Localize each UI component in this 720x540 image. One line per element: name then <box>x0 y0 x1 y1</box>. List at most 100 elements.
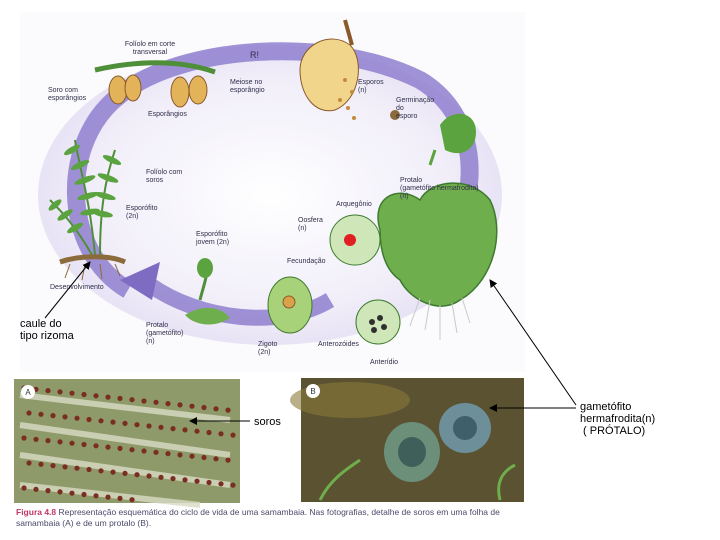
annotation-caule: caule do tipo rizoma <box>20 318 74 342</box>
sorus-dot <box>57 489 63 495</box>
sorus-dot <box>81 491 87 498</box>
label-oosfera: Oosfera(n) <box>298 217 323 232</box>
young-sporophyte <box>185 258 230 325</box>
sorus-dot <box>170 476 176 482</box>
sorus-dot <box>74 415 80 421</box>
sorus-dot <box>110 419 116 425</box>
arrow-gametofito-prothallus <box>489 279 577 406</box>
sorus-dot <box>105 444 111 450</box>
sorus-dot <box>129 397 135 403</box>
sorus-dot <box>69 440 75 446</box>
sorus-dot <box>134 472 140 478</box>
prothallus-large <box>377 182 498 340</box>
label-esporofito: Esporófito(2n) <box>126 205 158 220</box>
sorus-dot <box>21 435 27 441</box>
sporophyte-plant <box>48 139 127 281</box>
sorus-dot <box>129 447 135 453</box>
sorus-dot <box>117 495 123 501</box>
figure-caption-text: Representação esquemática do ciclo de vi… <box>16 507 500 528</box>
annotation-gametofito: gametófito hermafrodita(n) ( PRÓTALO) <box>580 401 656 437</box>
sorus-dot <box>74 465 80 471</box>
label-zigoto: Zigoto(2n) <box>258 341 278 356</box>
sorus-dot <box>93 493 99 499</box>
sorus-dot <box>206 479 212 486</box>
sorus-dot <box>69 390 75 396</box>
sorus-dot <box>213 456 219 462</box>
photo-a-fern-sori: A <box>14 379 240 508</box>
sorus-dot <box>146 423 152 429</box>
sorus-dot <box>146 473 152 479</box>
sorus-dot <box>98 418 104 424</box>
sorus-dot <box>129 497 135 503</box>
sorus-dot <box>194 478 200 484</box>
sorus-dot <box>81 441 87 448</box>
sorus-dot <box>26 460 32 466</box>
sorus-dot <box>45 388 51 394</box>
label-fecundacao: Fecundação <box>287 258 326 265</box>
sorus-dot <box>189 403 195 409</box>
sorus-dot <box>182 477 188 483</box>
sorus-dot <box>81 391 87 398</box>
sorus-dot <box>122 470 128 476</box>
sorus-dot <box>21 485 27 491</box>
sorus-dot <box>26 410 32 416</box>
sorus-dot <box>165 401 171 407</box>
sorus-dot <box>141 448 147 454</box>
label-esporangios: Esporângios <box>148 111 187 118</box>
sorus-dot <box>93 393 99 399</box>
sorus-dot <box>86 416 92 423</box>
sorus-dot <box>177 402 183 408</box>
figure-caption: Figura 4.8 Representação esquemática do … <box>16 507 536 529</box>
sorus-dot <box>69 490 75 496</box>
label-r: R! <box>250 50 259 60</box>
photo-b-prothallus: B <box>290 378 524 502</box>
antheridium-detail <box>355 299 401 345</box>
label-anteridio: Anterídio <box>370 359 398 366</box>
leaflet-cross-section <box>94 60 216 108</box>
sorus-dot <box>105 494 111 500</box>
sorus-dot <box>93 443 99 449</box>
sorus-dot <box>57 439 63 445</box>
sorus-dot <box>218 481 224 487</box>
sorus-dot <box>134 422 140 428</box>
sorus-dot <box>182 427 188 433</box>
sorus-dot <box>206 429 212 436</box>
label-arquegonio: Arquegônio <box>336 201 372 208</box>
sorus-dot <box>230 432 236 438</box>
label-esporos: Esporos(n) <box>358 79 384 94</box>
sorus-dot <box>45 488 51 494</box>
sorus-dot <box>38 411 44 417</box>
sorus-dot <box>105 394 111 400</box>
sorus-dot <box>38 461 44 467</box>
sorus-dot <box>194 428 200 434</box>
sorus-dot <box>218 431 224 437</box>
sorus-dot <box>153 449 159 455</box>
sorus-dot <box>57 389 63 395</box>
sorus-dot <box>158 424 164 430</box>
sorus-dot <box>62 464 68 470</box>
sorus-dot <box>50 463 56 469</box>
label-protalo-gametofito: Protalo(gametófito hermafrodita)(n) <box>400 177 479 200</box>
sorus-dot <box>110 469 116 475</box>
sorus-dot <box>33 486 39 492</box>
annotation-soros: soros <box>254 416 281 428</box>
sorus-dot <box>201 454 207 461</box>
sporangium-meiosis <box>299 19 359 120</box>
archegonium-detail <box>329 214 381 266</box>
spore-germination <box>390 110 476 166</box>
sorus-dot <box>189 453 195 459</box>
label-protalo-n: Protalo(gametófito)(n) <box>146 322 183 345</box>
sorus-dot <box>33 436 39 442</box>
sorus-dot <box>141 398 147 404</box>
sorus-dot <box>86 466 92 473</box>
sorus-dot <box>122 420 128 426</box>
sorus-dot <box>225 457 231 463</box>
label-desenvolvimento: Desenvolvimento <box>50 284 104 291</box>
figure-number: Figura 4.8 <box>16 507 57 517</box>
sorus-dot <box>165 451 171 457</box>
sorus-dot <box>45 438 51 444</box>
